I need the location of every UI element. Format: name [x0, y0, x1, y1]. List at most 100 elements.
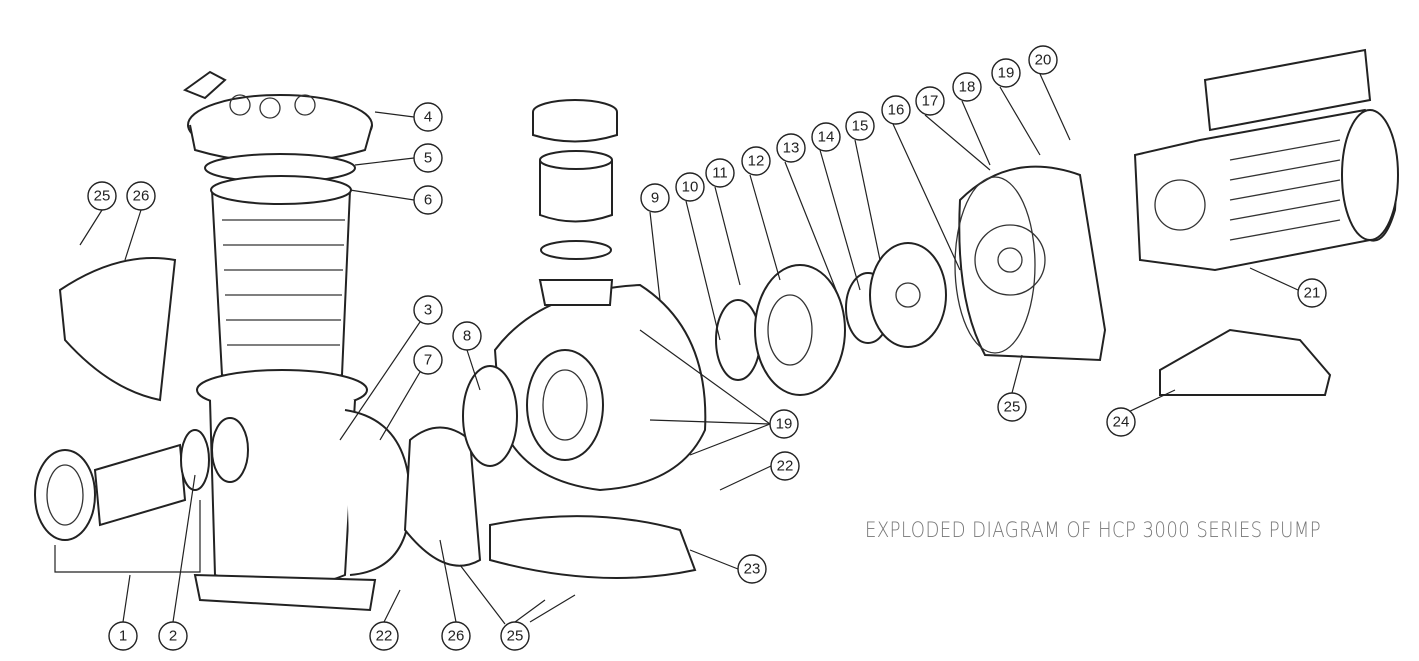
callout-circle: [413, 295, 443, 325]
callout-number: 10: [682, 179, 699, 196]
callout-circle: [413, 143, 443, 173]
callout-5: 5: [413, 143, 443, 173]
callout-21: 21: [1297, 278, 1327, 308]
callout-15: 15: [845, 111, 875, 141]
callout-25: 25: [87, 181, 117, 211]
callout-number: 14: [818, 129, 835, 146]
strainer-lid: [182, 70, 373, 164]
callout-circle: [769, 409, 799, 439]
callout-number: 18: [959, 79, 976, 96]
pump-housing: [193, 369, 412, 612]
callout-circle: [881, 95, 911, 125]
callout-number: 12: [748, 153, 765, 170]
callout-circle: [126, 181, 156, 211]
callout-circle: [991, 58, 1021, 88]
callout-circle: [640, 183, 670, 213]
callout-26: 26: [126, 181, 156, 211]
callout-10: 10: [675, 172, 705, 202]
strainer-basket: [210, 175, 352, 385]
callout-circle: [369, 621, 399, 651]
callout-number: 13: [783, 140, 800, 157]
callout-number: 25: [507, 628, 524, 645]
adapter-bracket: [954, 165, 1107, 362]
callout-number: 22: [777, 458, 794, 475]
callout-number: 21: [1304, 285, 1321, 302]
callout-6: 6: [413, 185, 443, 215]
callout-number: 25: [94, 188, 111, 205]
callout-2: 2: [158, 621, 188, 651]
callout-22: 22: [369, 621, 399, 651]
callout-circle: [997, 392, 1027, 422]
callout-number: 4: [424, 109, 432, 126]
union-fittings: [34, 417, 249, 573]
callout-circle: [915, 86, 945, 116]
callout-number: 16: [888, 102, 905, 119]
callout-16: 16: [881, 95, 911, 125]
callout-12: 12: [741, 146, 771, 176]
callout-number: 9: [651, 190, 659, 207]
callout-number: 24: [1113, 414, 1130, 431]
callout-number: 6: [424, 192, 432, 209]
callout-circle: [770, 451, 800, 481]
callout-22: 22: [770, 451, 800, 481]
callout-number: 3: [424, 302, 432, 319]
callout-1: 1: [108, 621, 138, 651]
callout-3: 3: [413, 295, 443, 325]
motor-support-base: [1159, 328, 1332, 396]
callout-number: 26: [133, 188, 150, 205]
callout-circle: [413, 345, 443, 375]
callout-number: 23: [744, 561, 761, 578]
callout-4: 4: [413, 102, 443, 132]
callout-7: 7: [413, 345, 443, 375]
callout-19: 19: [769, 409, 799, 439]
callout-24: 24: [1106, 407, 1136, 437]
callout-circle: [108, 621, 138, 651]
callout-circle: [413, 185, 443, 215]
leader-lines: [79, 73, 1299, 625]
callout-group: 4563789101112131415161718192021192223242…: [87, 45, 1327, 651]
callout-circle: [741, 146, 771, 176]
callout-circle: [705, 158, 735, 188]
callout-number: 5: [424, 150, 432, 167]
callout-circle: [158, 621, 188, 651]
callout-18: 18: [952, 72, 982, 102]
callout-circle: [441, 621, 471, 651]
callout-circle: [1028, 45, 1058, 75]
callout-number: 1: [119, 628, 127, 645]
callout-number: 7: [424, 352, 432, 369]
callout-25: 25: [500, 621, 530, 651]
callout-circle: [1106, 407, 1136, 437]
callout-circle: [1297, 278, 1327, 308]
callout-number: 15: [852, 118, 869, 135]
callout-circle: [500, 621, 530, 651]
callout-circle: [452, 321, 482, 351]
callout-circle: [675, 172, 705, 202]
callout-13: 13: [776, 133, 806, 163]
callout-26: 26: [441, 621, 471, 651]
callout-number: 2: [169, 628, 177, 645]
callout-14: 14: [811, 122, 841, 152]
volute: [462, 99, 707, 492]
callout-23: 23: [737, 554, 767, 584]
callout-number: 19: [776, 416, 793, 433]
callout-number: 26: [448, 628, 465, 645]
callout-number: 20: [1035, 52, 1052, 69]
diagram-caption: EXPLODED DIAGRAM OF HCP 3000 SERIES PUMP: [865, 518, 1322, 542]
callout-11: 11: [705, 158, 735, 188]
callout-number: 17: [922, 93, 939, 110]
callout-number: 19: [998, 65, 1015, 82]
callout-20: 20: [1028, 45, 1058, 75]
callout-number: 25: [1004, 399, 1021, 416]
callout-number: 8: [463, 328, 471, 345]
seal-plate-and-impeller: [715, 242, 947, 396]
callout-circle: [413, 102, 443, 132]
callout-19: 19: [991, 58, 1021, 88]
callout-25: 25: [997, 392, 1027, 422]
callout-circle: [811, 122, 841, 152]
callout-17: 17: [915, 86, 945, 116]
callout-circle: [845, 111, 875, 141]
callout-8: 8: [452, 321, 482, 351]
callout-number: 22: [376, 628, 393, 645]
motor-covers: [58, 257, 697, 579]
